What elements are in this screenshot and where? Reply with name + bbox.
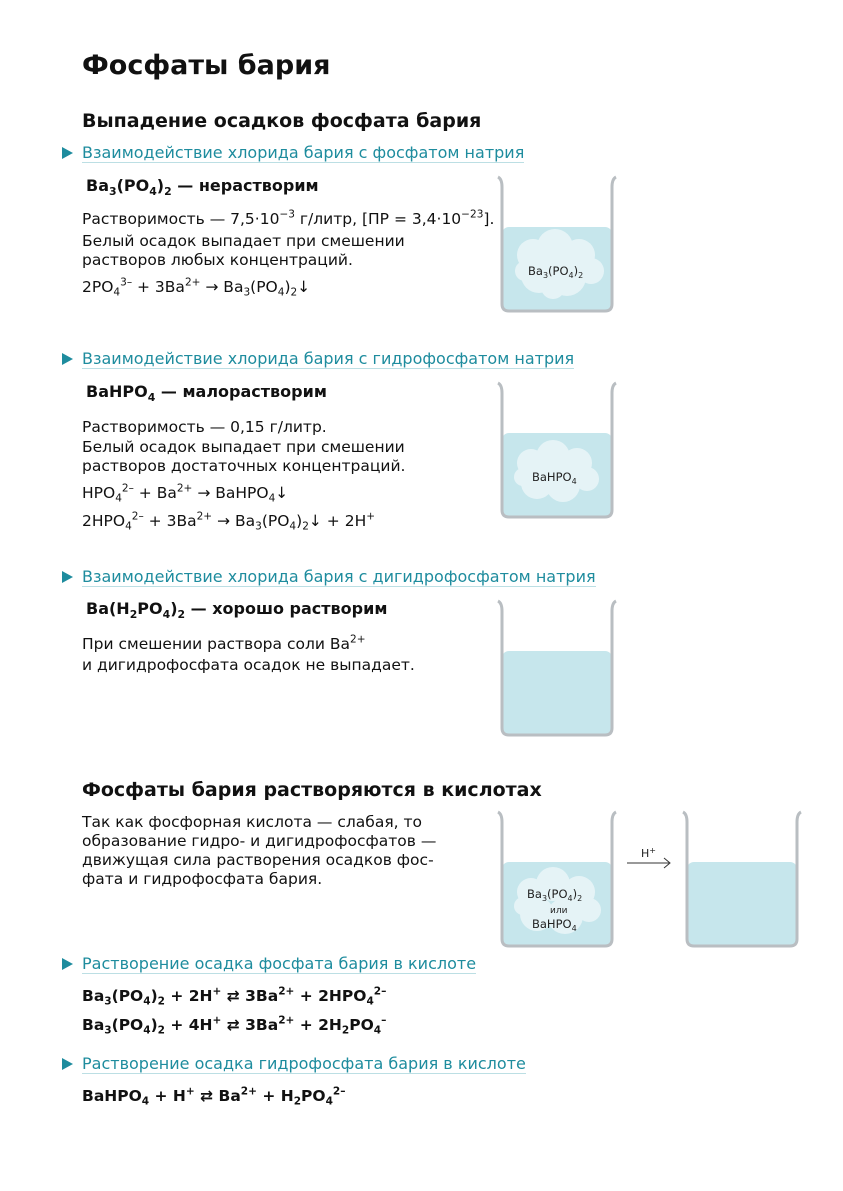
link-row-1[interactable]: Взаимодействие хлорида бария с фосфатом …: [62, 143, 525, 163]
play-triangle-icon: [62, 353, 73, 365]
h-plus-label: H+: [641, 846, 656, 860]
link-row-3[interactable]: Взаимодействие хлорида бария с дигидрофо…: [62, 567, 596, 587]
link-bacl2-nah2po4[interactable]: Взаимодействие хлорида бария с дигидрофо…: [82, 567, 596, 587]
precipitate-cloud: [514, 440, 599, 502]
link-row-5[interactable]: Растворение осадка гидрофосфата бария в …: [62, 1054, 526, 1074]
play-triangle-icon: [62, 958, 73, 970]
play-triangle-icon: [62, 147, 73, 159]
text-2-line-2: Белый осадок выпадает при смешении: [82, 438, 405, 456]
equation-4: Ba3(PO4)2 + 2H+ ⇄ 3Ba2+ + 2HPO42–: [82, 985, 387, 1008]
section-heading-acid: Фосфаты бария растворяются в кислотах: [82, 779, 542, 801]
page-title: Фосфаты бария: [82, 50, 331, 81]
beaker-label-3b: BaHPO4: [532, 917, 577, 933]
precipitate-cloud: [514, 867, 601, 934]
link-dissolve-bahpo4[interactable]: Растворение осадка гидрофосфата бария в …: [82, 1054, 526, 1074]
beaker-dissolved-after-acid: [682, 810, 802, 948]
beaker-label-3a: Ba3(PO4)2: [527, 887, 582, 903]
text-2-line-3: растворов достаточных концентраций.: [82, 457, 406, 475]
solubility-text-1: Растворимость — 7,5·10−3 г/литр, [ПР = 3…: [82, 208, 495, 228]
subhead-bahpo4: BaHPO4 — малорастворим: [86, 382, 327, 404]
equation-5: Ba3(PO4)2 + 4H+ ⇄ 3Ba2+ + 2H2PO4–: [82, 1014, 387, 1037]
link-dissolve-ba3po42[interactable]: Растворение осадка фосфата бария в кисло…: [82, 954, 477, 974]
link-row-4[interactable]: Растворение осадка фосфата бария в кисло…: [62, 954, 477, 974]
equation-2: HPO42– + Ba2+ → BaHPO4↓: [82, 482, 289, 505]
beaker-label-1: Ba3(PO4)2: [528, 264, 583, 280]
beaker-precipitate-before-acid: Ba3(PO4)2 или BaHPO4: [497, 810, 617, 948]
beaker-label-2: BaHPO4: [532, 470, 577, 486]
acid-text-line-1: Так как фосфорная кислота — слабая, то: [82, 813, 423, 831]
text-1-line-2: растворов любых концентраций.: [82, 251, 353, 269]
precipitate-cloud: [515, 229, 604, 299]
beaker-bahpo4: BaHPO4: [497, 381, 617, 519]
play-triangle-icon: [62, 571, 73, 583]
equation-6: BaHPO4 + H+ ⇄ Ba2+ + H2PO42–: [82, 1085, 346, 1108]
equation-3: 2HPO42– + 3Ba2+ → Ba3(PO4)2↓ + 2H+: [82, 510, 376, 533]
subhead-ba3po42: Ba3(PO4)2 — нерастворим: [86, 176, 319, 198]
equation-1: 2PO43– + 3Ba2+ → Ba3(PO4)2↓: [82, 276, 311, 299]
acid-text-line-4: фата и гидрофосфата бария.: [82, 870, 323, 888]
text-3-line-1: При смешении раствора соли Ba2+: [82, 633, 366, 653]
subhead-bah2po42: Ba(H2PO4)2 — хорошо растворим: [86, 599, 388, 621]
link-bacl2-na2hpo4[interactable]: Взаимодействие хлорида бария с гидрофосф…: [82, 349, 575, 369]
beaker-clear-solution: [497, 599, 617, 737]
beaker-label-or: или: [550, 906, 568, 916]
link-bacl2-na3po4[interactable]: Взаимодействие хлорида бария с фосфатом …: [82, 143, 525, 163]
acid-arrow: H+: [627, 846, 671, 869]
text-2-line-1: Растворимость — 0,15 г/литр.: [82, 418, 327, 436]
text-3-line-2: и дигидрофосфата осадок не выпадает.: [82, 656, 415, 674]
acid-text-line-2: образование гидро- и дигидрофосфатов —: [82, 832, 437, 850]
play-triangle-icon: [62, 1058, 73, 1070]
text-1-line-1: Белый осадок выпадает при смешении: [82, 232, 405, 250]
section-heading-precipitation: Выпадение осадков фосфата бария: [82, 110, 482, 132]
link-row-2[interactable]: Взаимодействие хлорида бария с гидрофосф…: [62, 349, 575, 369]
beaker-ba3po42: Ba3(PO4)2: [497, 175, 617, 313]
acid-text-line-3: движущая сила растворения осадков фос-: [82, 851, 434, 869]
